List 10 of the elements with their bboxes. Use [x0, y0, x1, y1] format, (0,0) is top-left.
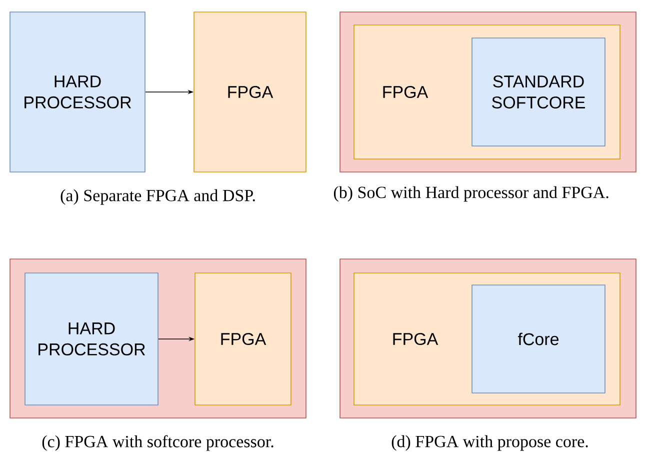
- caption: (d) FPGA with propose core.: [392, 435, 588, 451]
- box: fCore: [472, 284, 606, 394]
- box: HARD PROCESSOR: [10, 12, 146, 172]
- caption: (b) SoC with Hard processor and FPGA.: [334, 186, 608, 202]
- box: STANDARD SOFTCORE: [472, 38, 606, 146]
- box: HARD PROCESSOR: [24, 272, 158, 406]
- box: FPGA: [194, 272, 292, 406]
- box: FPGA: [194, 12, 306, 172]
- caption: (a) Separate FPGA and DSP.: [60, 189, 255, 205]
- caption: (c) FPGA with softcore processor.: [42, 435, 274, 451]
